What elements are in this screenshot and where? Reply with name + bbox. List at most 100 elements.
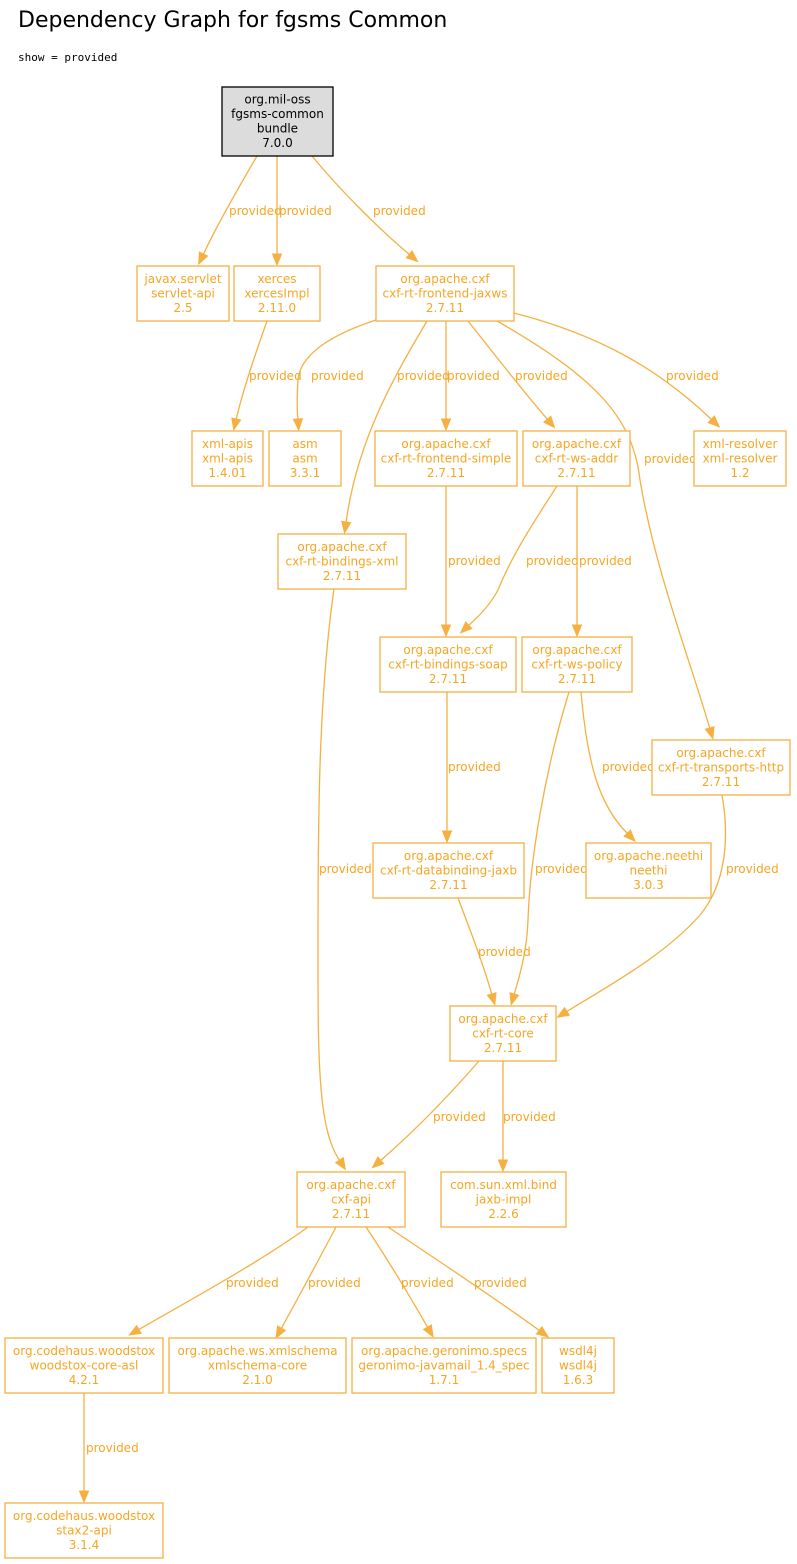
edge-arrowhead: [341, 520, 352, 535]
node-label-line: 2.5: [173, 301, 192, 315]
edge-root-to-xercesImpl: provided: [271, 156, 332, 267]
edge-cxf-rt-ws-policy-to-cxf-rt-core: provided: [509, 691, 588, 1006]
node-label-line: 2.7.11: [332, 1207, 370, 1221]
node-box: [379, 636, 517, 693]
edge-line: [513, 312, 713, 421]
node-xmlschema-core[interactable]: org.apache.ws.xmlschemaxmlschema-core2.1…: [168, 1337, 347, 1394]
node-box: [351, 1337, 537, 1394]
edge-label: provided: [401, 1276, 454, 1290]
edge-cxf-rt-core-to-cxf-api: provided: [371, 1060, 486, 1169]
edge-line: [345, 320, 428, 524]
edge-line: [580, 691, 629, 835]
node-label-line: cxf-rt-transports-http: [658, 760, 784, 774]
edge-cxf-rt-core-to-jaxb-impl: provided: [497, 1061, 556, 1173]
node-label-line: org.apache.cxf: [532, 643, 622, 657]
node-label-line: org.apache.geronimo.specs: [361, 1344, 527, 1358]
node-label-line: org.apache.cxf: [532, 437, 622, 451]
edge-line: [280, 1226, 337, 1330]
node-label-line: fgsms-common: [231, 107, 324, 121]
node-label-line: cxf-rt-ws-addr: [535, 451, 619, 465]
node-label-line: 1.2: [730, 466, 749, 480]
node-label-line: wsdl4j: [559, 1358, 597, 1372]
edge-arrowhead: [292, 418, 304, 432]
node-box: [693, 430, 787, 487]
node-label-line: 3.1.4: [69, 1538, 100, 1552]
page-title: Dependency Graph for fgsms Common: [18, 8, 448, 33]
node-cxf-rt-databinding-jaxb[interactable]: org.apache.cxfcxf-rt-databinding-jaxb2.7…: [372, 842, 525, 899]
node-label-line: org.apache.cxf: [403, 643, 493, 657]
edge-label: provided: [249, 369, 302, 383]
node-label-line: 1.7.1: [429, 1373, 460, 1387]
node-label-line: cxf-rt-frontend-simple: [381, 451, 512, 465]
edge-arrowhead: [704, 726, 715, 740]
node-cxf-rt-transports-http[interactable]: org.apache.cxfcxf-rt-transports-http2.7.…: [651, 739, 791, 796]
node-label-line: 2.1.0: [242, 1373, 273, 1387]
node-label-line: cxf-rt-databinding-jaxb: [380, 863, 517, 877]
edge-line: [296, 319, 377, 421]
edge-root-to-servlet-api: provided: [198, 155, 282, 266]
node-cxf-rt-frontend-simple[interactable]: org.apache.cxfcxf-rt-frontend-simple2.7.…: [374, 430, 518, 487]
edge-label: provided: [373, 204, 426, 218]
node-label-line: org.apache.cxf: [401, 437, 491, 451]
edge-label: provided: [448, 760, 501, 774]
edge-label: provided: [503, 1110, 556, 1124]
node-label-line: com.sun.xml.bind: [450, 1178, 557, 1192]
edge-label: provided: [644, 452, 697, 466]
node-box: [221, 86, 334, 157]
node-geronimo-javamail[interactable]: org.apache.geronimo.specsgeronimo-javama…: [351, 1337, 537, 1394]
edge-cxf-rt-frontend-jaxws-to-cxf-rt-transports-http: provided: [496, 320, 715, 740]
node-box: [440, 1171, 567, 1228]
node-label-line: bundle: [257, 122, 298, 136]
edge-cxf-rt-databinding-jaxb-to-cxf-rt-core: provided: [457, 897, 531, 1006]
node-label-line: xml-apis: [202, 451, 253, 465]
node-woodstox-core-asl[interactable]: org.codehaus.woodstoxwoodstox-core-asl4.…: [4, 1337, 164, 1394]
node-label-line: 2.7.11: [427, 466, 465, 480]
edge-label: provided: [86, 1441, 139, 1455]
node-label-line: org.codehaus.woodstox: [13, 1509, 155, 1523]
node-label-line: cxf-api: [331, 1192, 371, 1206]
edge-line: [496, 320, 711, 730]
node-box: [136, 265, 230, 322]
node-label-line: xmlschema-core: [208, 1358, 307, 1372]
edge-arrowhead: [571, 624, 583, 638]
edge-line: [235, 320, 268, 421]
edge-line: [379, 1060, 480, 1162]
node-box: [372, 842, 525, 899]
node-label-line: asm: [292, 437, 317, 451]
node-label-line: woodstox-core-asl: [30, 1358, 139, 1372]
node-cxf-rt-frontend-jaxws[interactable]: org.apache.cxfcxf-rt-frontend-jaxws2.7.1…: [375, 265, 515, 322]
edge-cxf-api-to-xmlschema-core: provided: [275, 1226, 361, 1339]
edge-label: provided: [535, 862, 588, 876]
node-label-line: stax2-api: [56, 1523, 112, 1537]
edge-arrowhead: [535, 1325, 550, 1338]
edge-xercesImpl-to-xml-apis: provided: [231, 320, 302, 431]
node-label-line: 1.4.01: [208, 466, 246, 480]
edge-cxf-rt-ws-policy-to-neethi: provided: [580, 691, 655, 843]
edge-line: [565, 794, 727, 1013]
node-box: [374, 430, 518, 487]
node-label-line: 1.6.3: [563, 1373, 594, 1387]
node-box: [541, 1337, 615, 1394]
node-box: [191, 430, 264, 487]
node-box: [268, 430, 342, 487]
node-label-line: 3.3.1: [290, 466, 321, 480]
edge-arrowhead: [497, 1159, 509, 1173]
node-label-line: 2.2.6: [488, 1207, 519, 1221]
node-label-line: org.apache.cxf: [400, 272, 490, 286]
